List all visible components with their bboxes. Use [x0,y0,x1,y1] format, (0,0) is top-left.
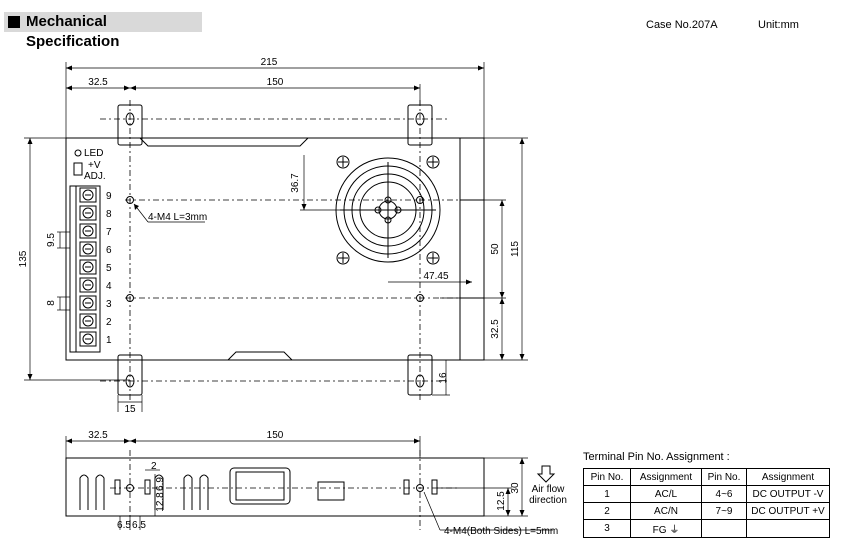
arrowheads [27,65,525,516]
section-title: Mechanical Specification [4,12,202,50]
case-number: Case No.207A [646,19,718,31]
pin-table-title: Terminal Pin No. Assignment : [583,451,730,463]
dim-fan-center-x: 47.45 [423,271,448,282]
adj-label-1: +V [88,160,101,171]
table-cell: DC OUTPUT -V [746,485,830,503]
column-header: Pin No. [701,468,747,486]
column-header: Pin No. [583,468,631,486]
table-row: 1 AC/L 4~6 DC OUTPUT -V [583,485,830,503]
airflow-label-1: Air flow [532,484,566,495]
side-dim-height: 30 [510,482,521,494]
terminal-number: 4 [106,281,112,292]
screw-note-side: 4-M4(Both Sides) L=5mm [444,526,558,537]
m4-holes [126,196,424,302]
column-header: Assignment [746,468,830,486]
terminal-number: 2 [106,317,112,328]
airflow-arrow-icon [536,465,556,483]
side-view-outline [65,457,485,517]
screw-note-top: 4-M4 L=3mm [148,212,207,223]
pin-assignment-table: Pin No. Assignment Pin No. Assignment 1 … [583,468,830,538]
terminal-number: 6 [106,245,112,256]
dim-foot-height: 16 [438,372,449,384]
dim-hole-span: 150 [267,77,284,88]
dim-pitch-8: 8 [46,300,57,306]
top-view-outline [65,137,485,361]
side-dim-hole-span: 150 [267,430,284,441]
terminal-number: 8 [106,209,112,220]
side-dim-6-9: 6.9 [155,477,166,491]
table-cell: FG ⏚ [630,519,702,538]
table-row: 2 AC/N 7~9 DC OUTPUT +V [583,502,830,520]
table-cell: 3 [583,519,631,538]
dim-pitch-9-5: 9.5 [46,233,57,247]
side-dim-slot-gap: 2 [151,461,157,472]
table-header-row: Pin No. Assignment Pin No. Assignment [583,468,830,486]
dim-overall-width: 215 [261,57,278,68]
title-square-icon [8,16,20,28]
table-cell: 2 [583,502,631,520]
side-dim-6-5-b: 6.5 [132,520,146,531]
table-cell [746,519,830,538]
title-text: Mechanical Specification [26,13,120,50]
centerlines [100,100,470,400]
table-cell: DC OUTPUT +V [746,502,830,520]
dim-inner-height: 115 [510,241,521,257]
adj-potentiometer-icon [73,162,83,176]
dim-hole-v-span: 50 [490,243,501,255]
terminal-number: 5 [106,263,112,274]
dim-foot-width: 15 [124,404,136,415]
side-dim-6-5-a: 6.5 [117,520,131,531]
dim-fan-offset: 36.7 [290,173,301,193]
table-cell [701,519,747,538]
terminal-number: 9 [106,191,112,202]
side-dim-12-8: 12.8 [155,492,166,512]
terminal-number: 7 [106,227,112,238]
dim-hole-bottom: 32.5 [490,319,501,339]
table-cell: AC/N [630,502,702,520]
led-icon [74,149,82,157]
side-dim-hole-height: 12.5 [496,491,507,511]
table-cell: 1 [583,485,631,503]
dim-height: 135 [18,250,29,267]
column-header: Assignment [630,468,702,486]
table-cell: AC/L [630,485,702,503]
airflow-label-2: direction [529,495,567,506]
unit-label: Unit:mm [758,19,799,31]
terminal-block [69,185,101,353]
table-cell: 7~9 [701,502,747,520]
top-dimension-lines [24,62,528,412]
terminal-number: 3 [106,299,112,310]
adj-label-2: ADJ. [84,171,106,182]
table-cell: 4~6 [701,485,747,503]
terminal-screws [79,187,97,347]
side-dim-left-offset: 32.5 [88,430,108,441]
terminal-number: 1 [106,335,112,346]
side-dimension-lines [65,436,553,531]
dim-left-offset: 32.5 [88,77,108,88]
table-row: 3 FG ⏚ [583,519,830,538]
led-label: LED [84,148,103,159]
